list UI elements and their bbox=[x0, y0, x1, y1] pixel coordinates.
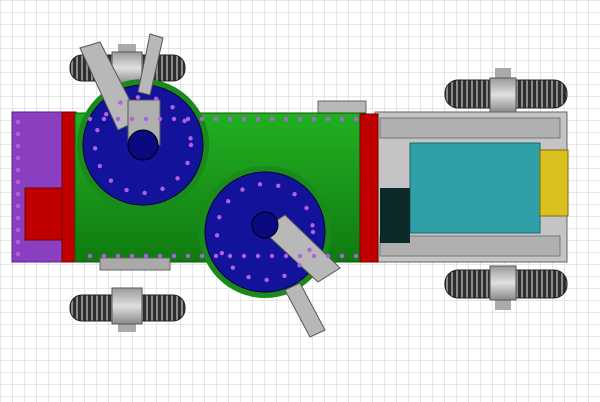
rivet bbox=[108, 178, 114, 183]
front-bumper bbox=[539, 149, 569, 217]
rear-bulkhead bbox=[61, 111, 77, 263]
rivet bbox=[255, 116, 261, 122]
rivet bbox=[283, 116, 289, 122]
rivet bbox=[282, 273, 287, 279]
rivet bbox=[101, 253, 107, 259]
rivet bbox=[15, 119, 21, 125]
rear-red-block bbox=[24, 187, 66, 241]
rivet bbox=[129, 253, 135, 259]
rivet bbox=[15, 251, 21, 257]
rivet bbox=[311, 116, 317, 122]
rivet bbox=[213, 116, 219, 122]
rivet bbox=[353, 116, 359, 122]
rivet bbox=[264, 277, 269, 283]
rivet bbox=[118, 100, 123, 105]
rivet bbox=[142, 190, 147, 196]
rivet bbox=[214, 233, 220, 238]
rivet bbox=[182, 118, 187, 124]
rivet bbox=[171, 116, 177, 122]
rivet bbox=[157, 253, 163, 259]
rivet bbox=[143, 116, 149, 122]
rivet bbox=[226, 198, 231, 204]
front-bulkhead bbox=[359, 113, 379, 263]
rivet bbox=[104, 111, 109, 117]
rivet bbox=[170, 104, 175, 110]
rivet bbox=[227, 253, 233, 259]
rivet bbox=[188, 136, 193, 141]
rivet bbox=[143, 253, 149, 259]
rivet bbox=[339, 116, 345, 122]
rivet bbox=[15, 179, 21, 185]
cab-shadow bbox=[380, 188, 410, 243]
rivet bbox=[217, 214, 222, 220]
rivet bbox=[185, 116, 191, 122]
rivet bbox=[97, 163, 103, 169]
rivet bbox=[87, 116, 93, 122]
rivet bbox=[297, 263, 302, 268]
rivet bbox=[185, 253, 191, 259]
rivet bbox=[154, 96, 159, 102]
rivet bbox=[15, 227, 21, 233]
rivet bbox=[92, 146, 98, 151]
rivet bbox=[15, 215, 21, 221]
rivet bbox=[310, 229, 316, 235]
rivet bbox=[115, 116, 121, 122]
wheel-front-bottom bbox=[444, 265, 568, 310]
rivet bbox=[230, 265, 236, 270]
rivet bbox=[15, 143, 21, 149]
rivet bbox=[276, 183, 281, 189]
wheel-rear-bottom bbox=[69, 287, 186, 332]
rivet bbox=[199, 116, 205, 122]
rivet bbox=[227, 116, 233, 122]
rivet bbox=[15, 155, 21, 161]
rivet bbox=[171, 253, 177, 259]
rivet bbox=[124, 187, 129, 193]
rivet bbox=[175, 176, 180, 181]
rivet bbox=[339, 253, 345, 259]
rivet bbox=[241, 116, 247, 122]
rivet bbox=[219, 250, 225, 256]
rivet bbox=[15, 203, 21, 209]
rivet bbox=[257, 182, 263, 187]
rivet bbox=[95, 127, 100, 133]
rivet bbox=[129, 116, 135, 122]
rivet bbox=[15, 191, 21, 197]
rivet bbox=[199, 253, 205, 259]
rivet bbox=[269, 253, 275, 259]
rivet bbox=[160, 186, 165, 192]
rivet bbox=[307, 247, 312, 253]
rivet bbox=[283, 253, 289, 259]
rivet bbox=[325, 116, 331, 122]
rivet bbox=[87, 253, 93, 259]
rivet bbox=[325, 253, 331, 259]
rivet bbox=[115, 253, 121, 259]
rivets bbox=[15, 95, 359, 283]
rivet bbox=[297, 116, 303, 122]
rivet bbox=[310, 223, 315, 228]
rivet bbox=[15, 131, 21, 137]
rivet bbox=[213, 253, 219, 259]
front-panel-teal bbox=[409, 142, 541, 234]
rivet bbox=[101, 116, 107, 122]
rivet bbox=[15, 167, 21, 173]
rivet bbox=[255, 253, 261, 259]
wheel-front-top bbox=[444, 68, 568, 113]
rivet bbox=[241, 253, 247, 259]
rivet bbox=[297, 253, 303, 259]
rivet bbox=[304, 205, 309, 211]
rivet bbox=[188, 142, 194, 148]
rivet bbox=[240, 187, 245, 192]
rivet bbox=[135, 95, 141, 100]
rivet bbox=[157, 116, 163, 122]
rivet bbox=[353, 253, 359, 259]
rivet bbox=[269, 116, 275, 122]
rivet bbox=[246, 274, 251, 280]
rivet bbox=[311, 253, 317, 259]
rivet bbox=[185, 160, 190, 166]
rivet bbox=[15, 239, 21, 245]
rivet bbox=[292, 191, 297, 197]
